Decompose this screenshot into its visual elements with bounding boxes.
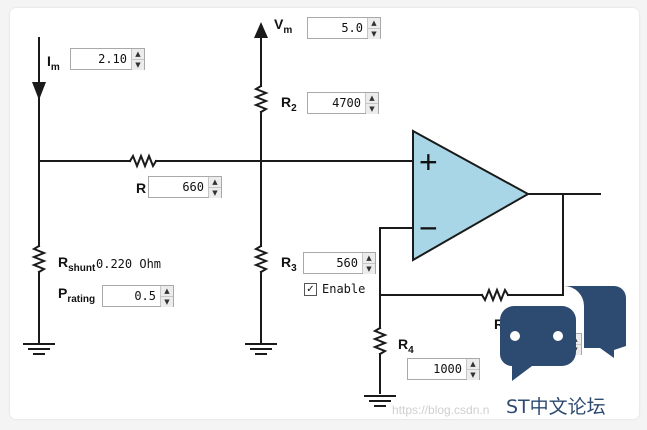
im-spinbox[interactable]: ▲▼	[70, 48, 145, 70]
r-label: R	[136, 180, 147, 196]
checkmark-icon[interactable]: ✓	[304, 282, 317, 296]
r-resistor	[128, 153, 158, 169]
r2-input[interactable]	[308, 93, 365, 113]
increment-icon[interactable]: ▲	[368, 18, 380, 29]
logo-text: ST中文论坛	[506, 396, 606, 418]
prating-input[interactable]	[103, 286, 160, 306]
decrement-icon[interactable]: ▼	[161, 297, 173, 307]
vm-input[interactable]	[308, 18, 367, 38]
rshunt-resistor	[31, 244, 47, 274]
r2-label: R2	[281, 94, 297, 114]
r2-stepper[interactable]: ▲▼	[365, 93, 378, 114]
opamp-plus: +	[419, 144, 438, 180]
decrement-icon[interactable]: ▼	[363, 264, 375, 274]
r3-input[interactable]	[304, 253, 362, 273]
rshunt-label: Rshunt	[58, 254, 96, 274]
decrement-icon[interactable]: ▼	[132, 60, 144, 70]
im-stepper[interactable]: ▲▼	[131, 49, 144, 70]
ground-right	[364, 395, 396, 407]
r4-spinbox[interactable]: ▲▼	[407, 358, 480, 380]
increment-icon[interactable]: ▲	[209, 177, 221, 188]
prating-stepper[interactable]: ▲▼	[160, 286, 173, 307]
increment-icon[interactable]: ▲	[161, 286, 173, 297]
r3-spinbox[interactable]: ▲▼	[303, 252, 376, 274]
r3-label: R3	[281, 254, 297, 274]
vm-arrow-head	[254, 22, 268, 38]
increment-icon[interactable]: ▲	[366, 93, 378, 104]
decrement-icon[interactable]: ▼	[209, 188, 221, 198]
r2-spinbox[interactable]: ▲▼	[307, 92, 379, 114]
r3-stepper[interactable]: ▲▼	[362, 253, 375, 274]
st-forum-logo	[500, 286, 626, 381]
decrement-icon[interactable]: ▼	[366, 104, 378, 114]
enable-label: Enable	[322, 282, 366, 296]
vm-spinbox[interactable]: ▲▼	[307, 17, 381, 39]
r-spinbox[interactable]: ▲▼	[148, 176, 222, 198]
prating-label: Prating	[58, 285, 96, 305]
increment-icon[interactable]: ▲	[363, 253, 375, 264]
ground-left	[23, 343, 55, 355]
r4-resistor	[372, 326, 388, 356]
r4-label: R4	[398, 336, 414, 356]
wire-inverting	[379, 227, 414, 296]
r2-resistor	[253, 84, 269, 114]
im-input[interactable]	[71, 49, 131, 69]
decrement-icon[interactable]: ▼	[467, 370, 479, 380]
r4-stepper[interactable]: ▲▼	[466, 359, 479, 380]
ground-middle	[245, 343, 277, 355]
decrement-icon[interactable]: ▼	[368, 29, 380, 39]
vm-label: Vm	[274, 16, 293, 36]
r4-input[interactable]	[408, 359, 466, 379]
r5-resistor	[480, 287, 510, 303]
rshunt-value: 0.220 Ohm	[96, 257, 162, 271]
im-label: Im	[47, 53, 60, 73]
opamp-triangle	[412, 129, 531, 262]
watermark: https://blog.csdn.n	[392, 403, 490, 417]
prating-spinbox[interactable]: ▲▼	[102, 285, 174, 307]
r-stepper[interactable]: ▲▼	[208, 177, 221, 198]
increment-icon[interactable]: ▲	[132, 49, 144, 60]
opamp-minus: −	[419, 210, 438, 246]
r-input[interactable]	[149, 177, 208, 197]
circuit-canvas: + − Im Vm R2 R Rshunt R3 Prating R4 R5 ▲…	[10, 8, 639, 419]
r3-resistor	[253, 244, 269, 274]
enable-checkbox[interactable]: ✓ Enable	[304, 282, 365, 296]
circuit-diagram: + −	[23, 22, 601, 407]
im-arrow-head	[32, 82, 46, 100]
vm-stepper[interactable]: ▲▼	[367, 18, 380, 39]
increment-icon[interactable]: ▲	[467, 359, 479, 370]
